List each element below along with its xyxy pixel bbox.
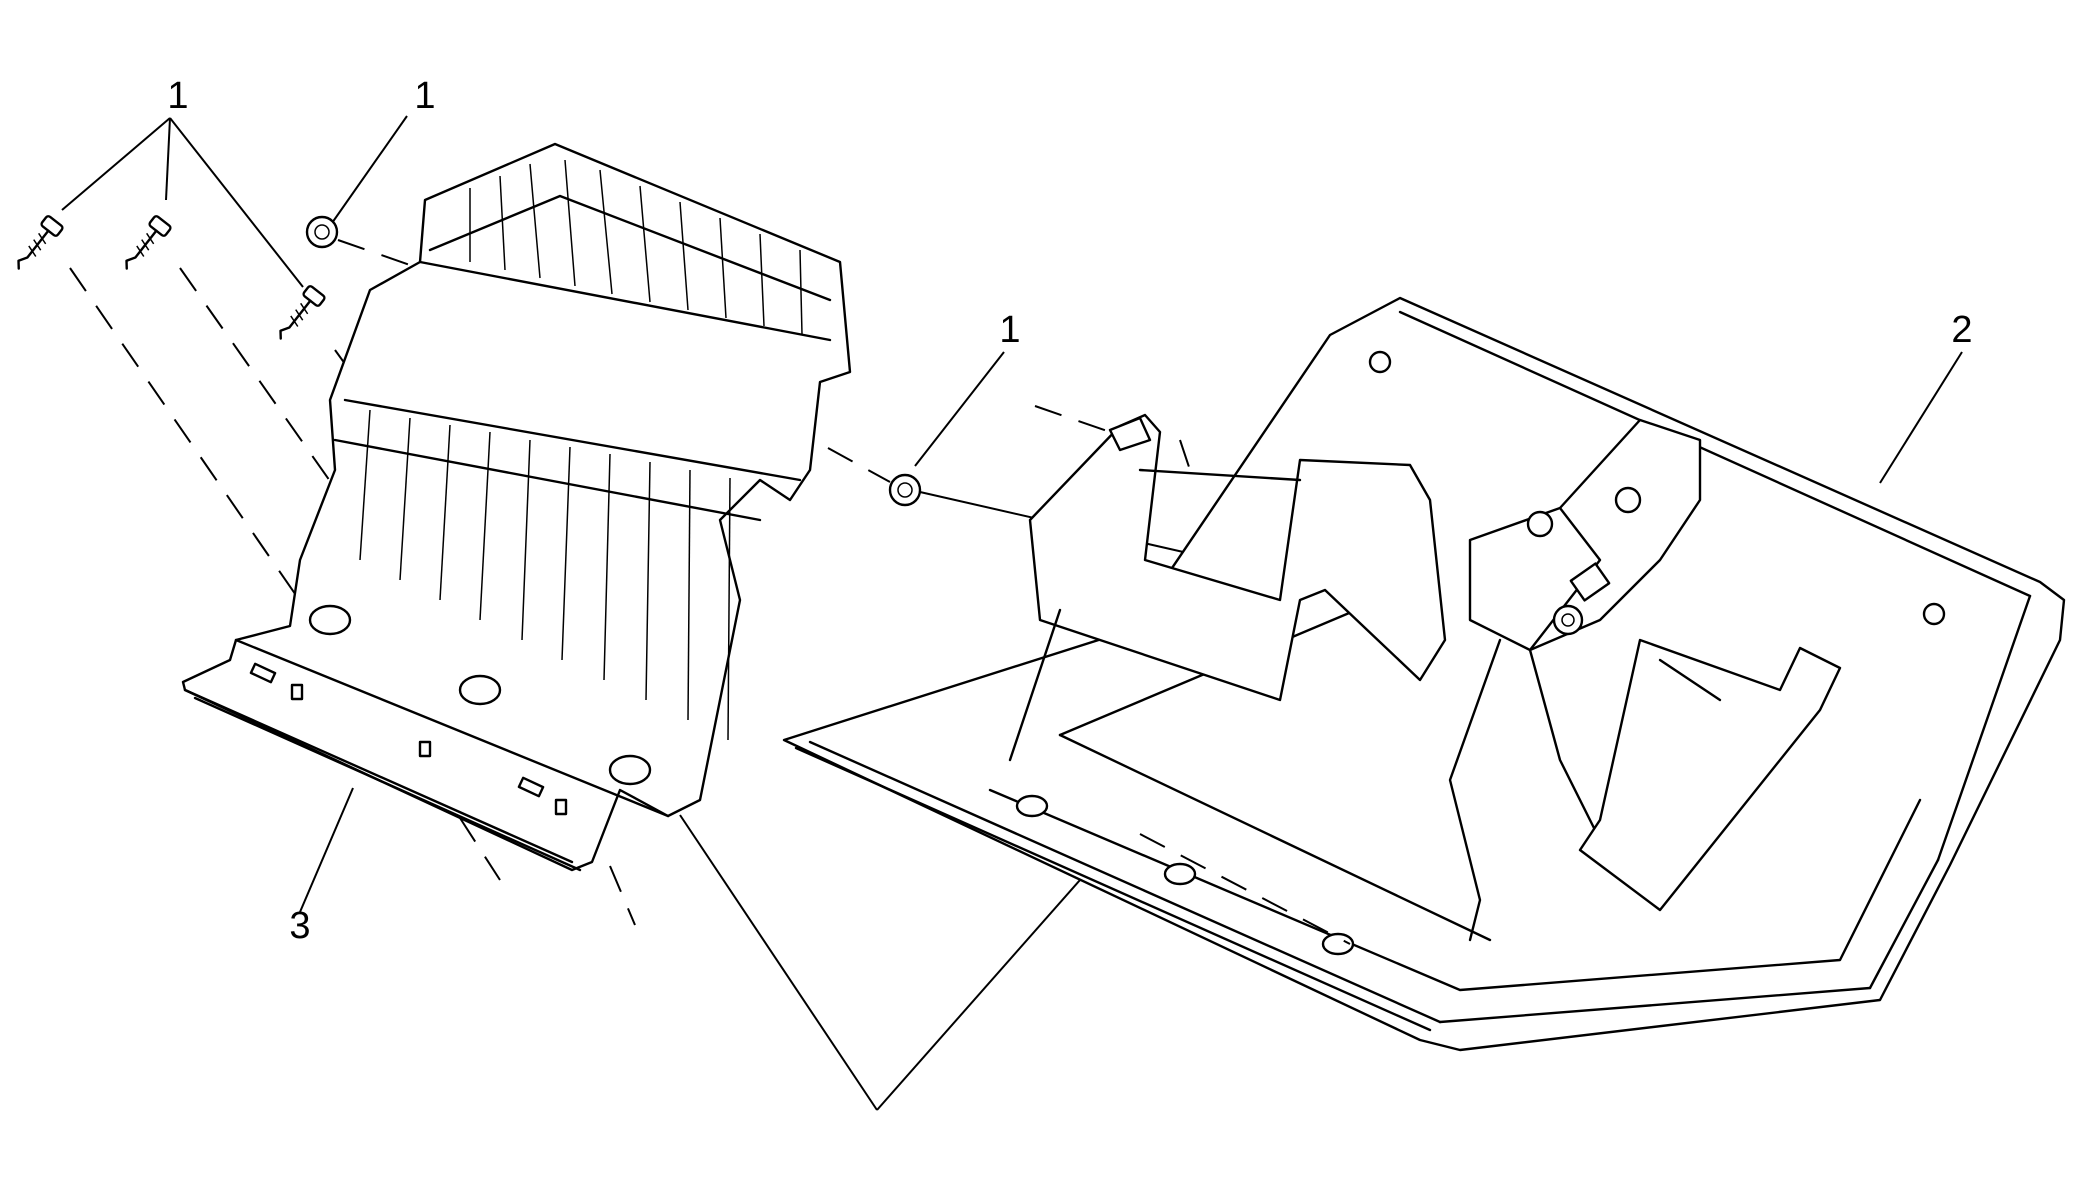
door-alignment-line: [1139, 833, 1351, 945]
screw-left: [17, 215, 64, 270]
screw-middle: [125, 215, 172, 270]
callout-2-door: 2: [1951, 309, 1972, 351]
liner-ribs-upper: [469, 159, 803, 335]
glovebox-liner: [181, 142, 852, 872]
callout-3-liner: 3: [289, 905, 310, 947]
liner-alignment-line-1: [459, 817, 501, 881]
nut-top: [305, 215, 339, 249]
screw-right: [279, 285, 326, 340]
liner-alignment-line-2: [609, 865, 636, 926]
glovebox-door: [782, 296, 2066, 1052]
callout-1-nut-mid: 1: [999, 309, 1020, 351]
nut-mid-alignment-line: [827, 447, 891, 483]
callout-1-screws: 1: [167, 75, 188, 117]
nut-mid: [888, 473, 922, 507]
liner-ribs-lower: [359, 409, 731, 741]
callout-1-nut-top: 1: [414, 75, 435, 117]
nut-top-alignment-line: [337, 239, 431, 273]
